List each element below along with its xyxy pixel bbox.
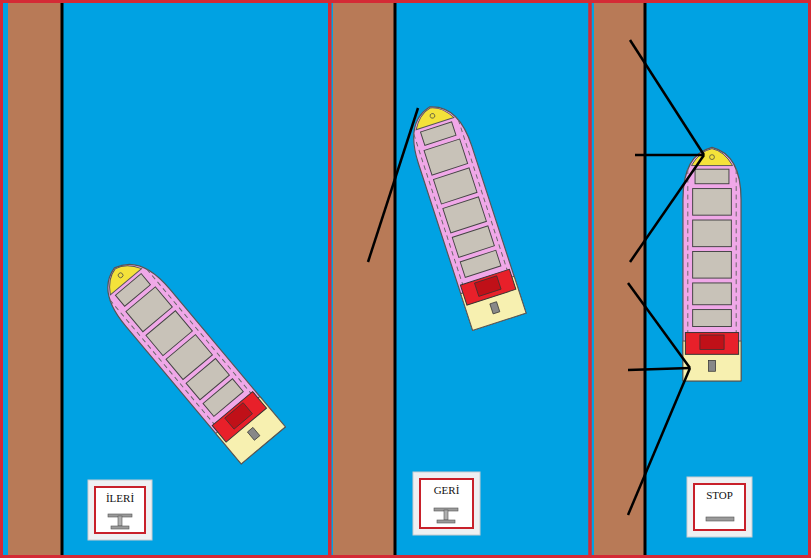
engine-order-label: İLERİ: [96, 488, 144, 505]
engine-order-label: STOP: [695, 485, 744, 502]
telegraph-order-box: İLERİ: [94, 486, 146, 534]
engine-order-label: GERİ: [421, 480, 472, 497]
telegraph-order-box: GERİ: [419, 478, 474, 529]
telegraph-order-box: STOP: [693, 483, 746, 531]
